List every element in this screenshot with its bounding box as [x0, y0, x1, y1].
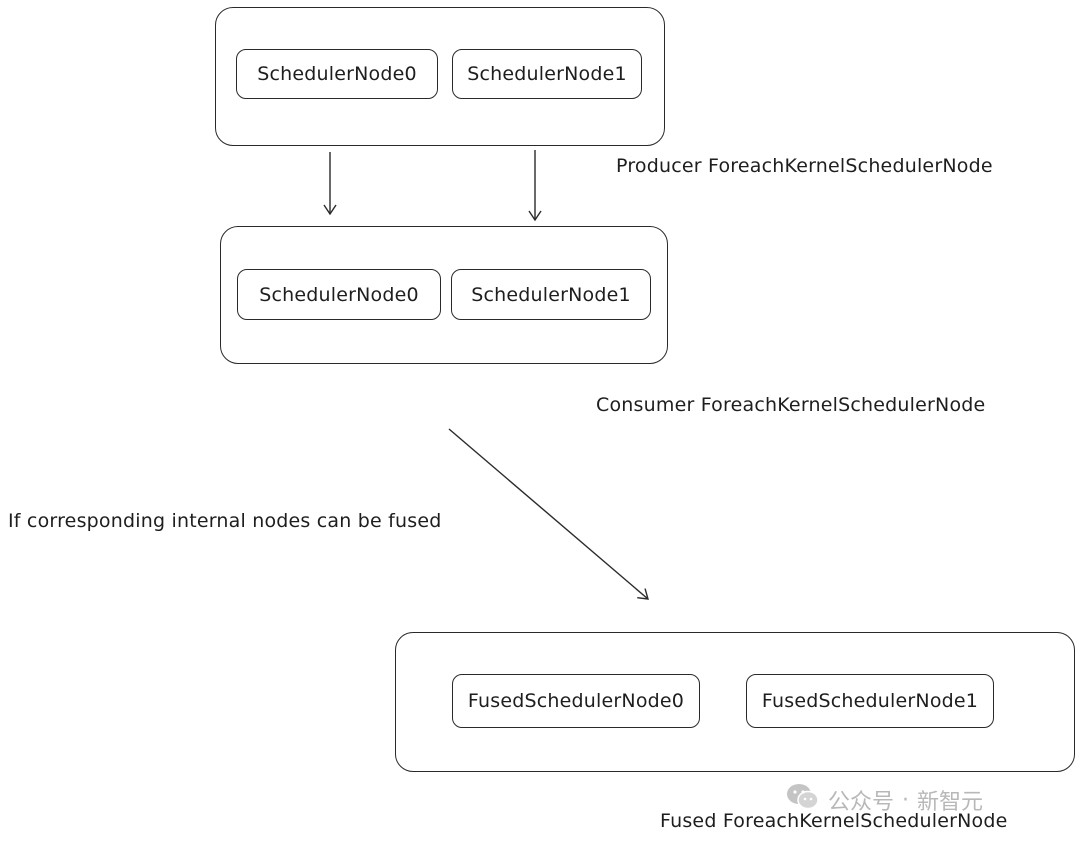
producer-scheduler-node-1: SchedulerNode1 — [452, 49, 642, 99]
watermark-text-right: 新智元 — [917, 790, 984, 815]
consumer-caption: Consumer ForeachKernelSchedulerNode — [596, 394, 986, 416]
fused-scheduler-node-0-label: FusedSchedulerNode0 — [467, 690, 685, 712]
consumer-scheduler-node-1: SchedulerNode1 — [451, 269, 651, 320]
producer-scheduler-node-1-label: SchedulerNode1 — [467, 63, 627, 85]
watermark-text-left: 公众号 — [828, 790, 895, 815]
consumer-scheduler-node-1-label: SchedulerNode1 — [471, 283, 631, 306]
fused-scheduler-node-1: FusedSchedulerNode1 — [746, 674, 994, 728]
producer-caption: Producer ForeachKernelSchedulerNode — [616, 155, 993, 177]
fusion-condition-text: If corresponding internal nodes can be f… — [8, 510, 442, 532]
producer-group: SchedulerNode0 SchedulerNode1 — [215, 7, 665, 146]
watermark-separator: · — [902, 787, 910, 813]
producer-scheduler-node-0-label: SchedulerNode0 — [257, 63, 417, 85]
wechat-icon — [786, 783, 820, 817]
consumer-scheduler-node-0: SchedulerNode0 — [237, 269, 441, 320]
arrow-consumer-to-fused — [448, 428, 649, 600]
fused-scheduler-node-1-label: FusedSchedulerNode1 — [761, 690, 979, 712]
fused-caption: Fused ForeachKernelSchedulerNode — [660, 810, 1008, 832]
fused-group: FusedSchedulerNode0 FusedSchedulerNode1 — [395, 632, 1075, 772]
producer-scheduler-node-0: SchedulerNode0 — [236, 49, 438, 99]
fused-scheduler-node-0: FusedSchedulerNode0 — [452, 674, 700, 728]
consumer-scheduler-node-0-label: SchedulerNode0 — [259, 283, 419, 306]
watermark: 公众号 · 新智元 — [786, 783, 983, 817]
consumer-group: SchedulerNode0 SchedulerNode1 — [220, 226, 668, 364]
